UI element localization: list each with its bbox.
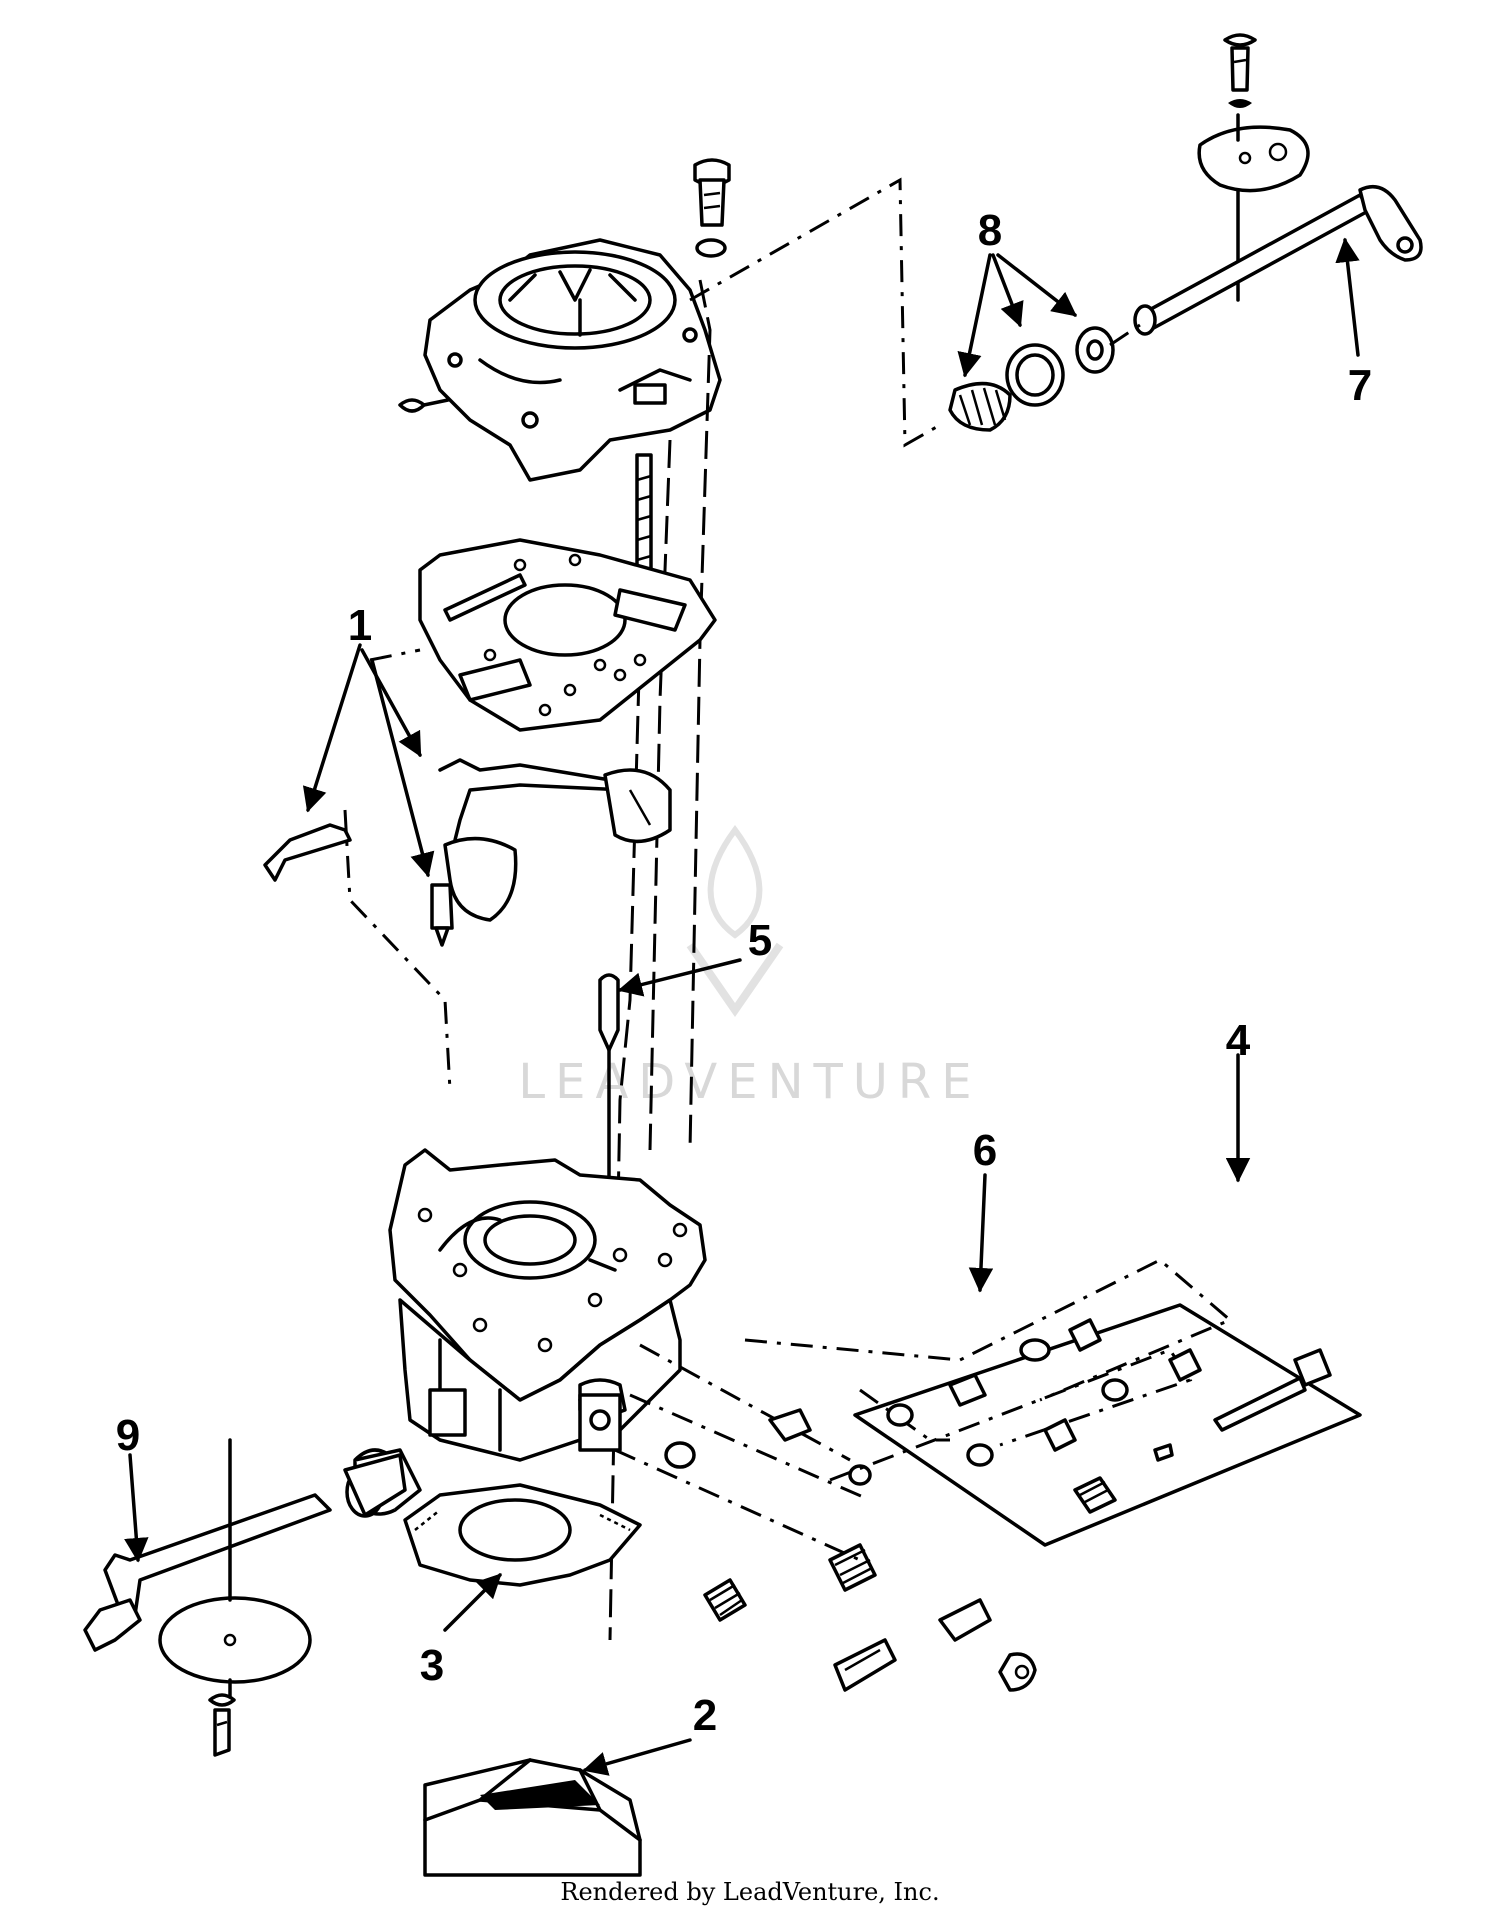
callout-3: 3 <box>420 1641 444 1690</box>
throttle-washer <box>664 1408 872 1486</box>
jet-pin <box>598 973 620 1202</box>
idle-mixture-screw <box>703 1578 897 1692</box>
choke-lever-assembly <box>1133 33 1423 336</box>
callout-4: 4 <box>1226 1016 1251 1065</box>
callout-2: 2 <box>693 1691 717 1740</box>
carburetor-body <box>388 1148 707 1462</box>
cover-gasket <box>418 538 717 732</box>
choke-bushing <box>343 1453 407 1518</box>
callout-labels: 1 2 3 4 5 6 7 8 9 <box>116 206 1372 1740</box>
carburetor-cover <box>398 158 731 482</box>
mounting-gasket <box>403 1483 642 1587</box>
callout-8: 8 <box>978 206 1002 255</box>
repair-kit-parts <box>886 1318 1332 1514</box>
callout-5: 5 <box>748 916 772 965</box>
callout-arrows <box>124 237 1360 1776</box>
inlet-needle <box>430 883 454 947</box>
footer-credit: Rendered by LeadVenture, Inc. <box>560 1878 940 1906</box>
watermark: LEADVENTURE <box>518 824 981 1110</box>
float-assembly <box>263 758 672 922</box>
throttle-stop-screw <box>828 1543 1037 1692</box>
callout-6: 6 <box>973 1126 997 1175</box>
choke-seal-spring-parts <box>948 323 1141 432</box>
callout-9: 9 <box>116 1411 140 1460</box>
watermark-text: LEADVENTURE <box>518 1054 981 1110</box>
carburetor-kit-box <box>423 1758 642 1877</box>
callout-1: 1 <box>348 601 372 650</box>
callout-7: 7 <box>1348 361 1372 410</box>
